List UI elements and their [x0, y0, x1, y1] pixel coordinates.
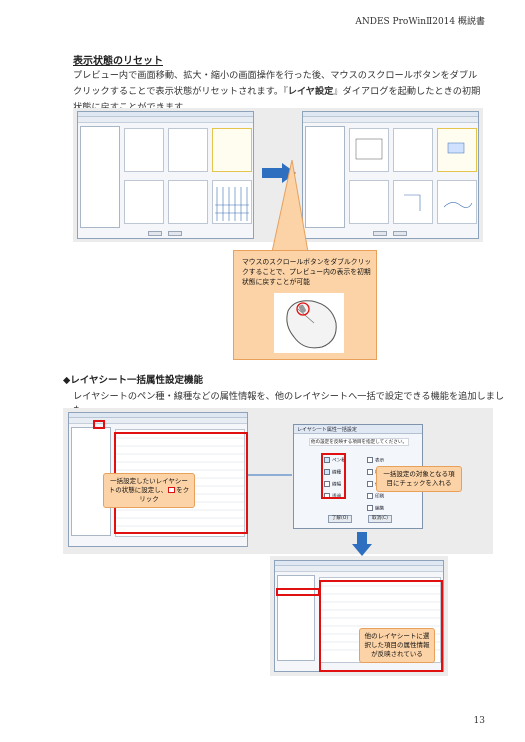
callout-text: マウスのスクロールボタンをダブルクリックすることで、プレビュー内の表示を初期状態…: [242, 258, 372, 286]
apply-button-icon: [168, 487, 176, 493]
note-left-tail: をクリック: [139, 486, 190, 503]
result-table-highlight: [319, 580, 443, 672]
dialog-prompt: 他の設定を反映する項目を指定してください。: [309, 438, 409, 446]
down-arrow-icon: [352, 532, 372, 556]
option-pen[interactable]: ペン種: [324, 457, 346, 464]
section-heading-reset: 表示状態のリセット: [73, 56, 163, 67]
dialog-title: レイヤシート属性一括設定: [294, 425, 422, 434]
paragraph-reset: プレビュー内で画面移動、拡大・縮小の画面操作を行った後、マウスのスクロールボタン…: [73, 68, 483, 116]
note-right: 一括設定の対象となる項目にチェックを入れる: [376, 466, 462, 492]
option-print[interactable]: 印刷: [367, 493, 384, 500]
apply-button-highlight[interactable]: [93, 420, 105, 429]
checkbox-highlight: [321, 453, 346, 499]
note-left: 一括設定したいレイヤシートの状態に設定し、をクリック: [103, 473, 195, 508]
section-heading-bulk: ◆レイヤシート一括属性設定機能: [63, 375, 204, 386]
connector-arrow: [248, 474, 292, 476]
option-linetype[interactable]: 線種: [324, 469, 341, 476]
layer-dialog-before: [77, 111, 254, 239]
paragraph-reset-bold: レイヤ設定: [287, 86, 334, 97]
option-edit[interactable]: 編集: [367, 505, 384, 512]
callout-tail: [271, 160, 309, 252]
option-linewidth[interactable]: 線幅: [324, 481, 341, 488]
result-left-highlight: [276, 588, 320, 596]
layer-dialog-after: [302, 111, 479, 239]
mouse-illustration: [274, 293, 344, 353]
ok-button[interactable]: 了解(O): [328, 515, 352, 523]
paragraph-reset-part-b: 』ダイアログを起動したときの初期状態に戻すことができます。: [73, 86, 481, 113]
cancel-button[interactable]: 取消(C): [368, 515, 392, 523]
page-number: 13: [473, 716, 485, 726]
page-header: ANDES ProWinⅡ2014 概説書: [355, 17, 485, 27]
paragraph-reset-part-a: プレビュー内で画面移動、拡大・縮小の画面操作を行った後、マウスのスクロールボタン…: [73, 70, 478, 97]
note-left-text: 一括設定したいレイヤシートの状態に設定し、: [108, 477, 188, 494]
option-display[interactable]: 表示: [367, 457, 384, 464]
note-bottom: 他のレイヤシートに選択した項目の属性情報が反映されている: [359, 628, 435, 663]
callout-box: マウスのスクロールボタンをダブルクリックすることで、プレビュー内の表示を初期状態…: [233, 250, 377, 360]
right-arrow-icon: [262, 163, 296, 183]
